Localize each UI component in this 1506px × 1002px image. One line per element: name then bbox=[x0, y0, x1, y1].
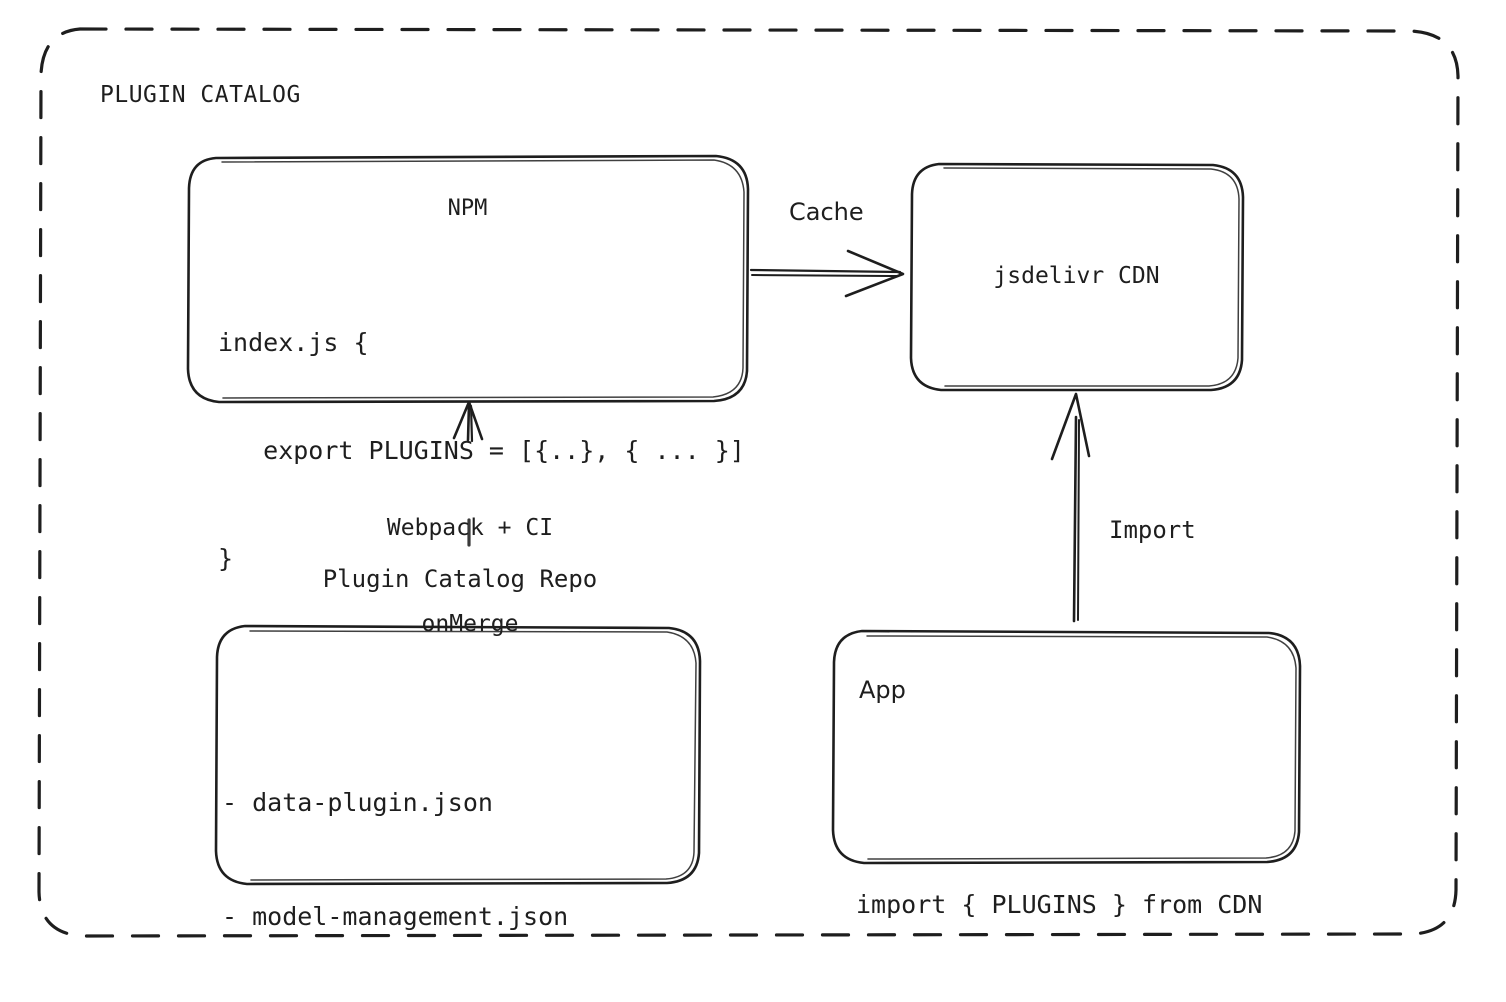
list-item: - model-management.json bbox=[222, 902, 569, 931]
app-node-title: App bbox=[859, 676, 906, 704]
repo-node-caption: Plugin Catalog Repo bbox=[322, 565, 598, 593]
page-title: PLUGIN CATALOG bbox=[100, 82, 301, 108]
import-edge-label: Import bbox=[1109, 516, 1196, 544]
import-arrow bbox=[1050, 392, 1091, 623]
cache-edge-label: Cache bbox=[789, 198, 864, 226]
npm-code-line: } bbox=[218, 544, 234, 573]
webpack-edge-label: Webpack + CI onMerge bbox=[330, 448, 610, 704]
npm-code-line: export PLUGINS = [{..}, { ... }] bbox=[218, 436, 745, 465]
webpack-edge-label-line2: onMerge bbox=[421, 611, 519, 637]
cdn-node-title: jsdelivr CDN bbox=[993, 263, 1160, 289]
app-code-line: import { PLUGINS } from CDN bbox=[856, 890, 1263, 919]
npm-node-title: NPM bbox=[447, 196, 488, 221]
app-code-block: import { PLUGINS } from CDN PLUGINS.forE… bbox=[856, 735, 1262, 1002]
list-item: - data-plugin.json bbox=[222, 788, 493, 817]
npm-code-block: index.js { export PLUGINS = [{..}, { ...… bbox=[218, 253, 745, 649]
cache-arrow bbox=[749, 249, 905, 298]
npm-code-line: index.js { bbox=[218, 328, 369, 357]
repo-file-list: - data-plugin.json - model-management.js… bbox=[222, 708, 568, 1002]
webpack-edge-label-line1: Webpack + CI bbox=[386, 515, 554, 541]
